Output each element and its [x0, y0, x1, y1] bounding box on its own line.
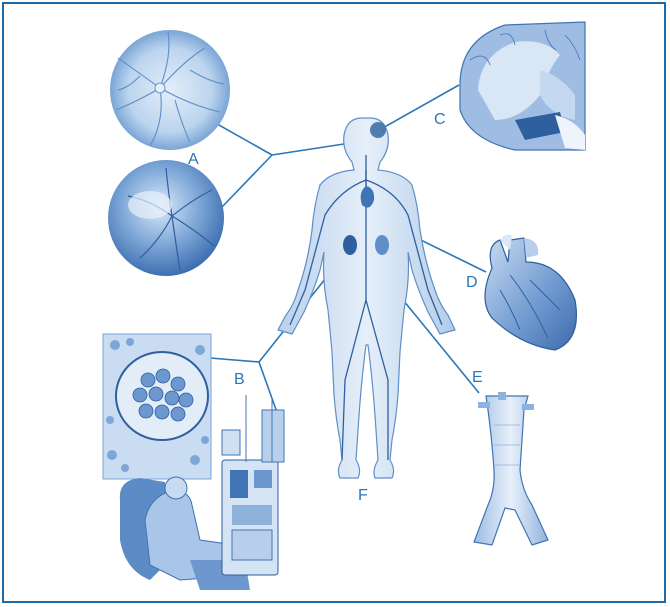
label-A: A: [188, 151, 199, 168]
label-F: F: [358, 487, 368, 504]
retina-vessels-image: [110, 30, 230, 150]
heart-image: [485, 235, 576, 350]
connector-brain: [381, 85, 459, 129]
connector-retina-bottom: [222, 155, 272, 207]
glomerulus-histology-image: [103, 334, 211, 479]
label-E: E: [472, 369, 483, 386]
human-body-circulation-image: [278, 118, 455, 478]
label-C: C: [434, 111, 446, 128]
aorta-aneurysm-image: [474, 392, 548, 545]
label-D: D: [466, 274, 478, 291]
connector-kidney-histology: [210, 358, 259, 362]
label-B: B: [234, 371, 245, 388]
brain-section-image: [460, 22, 585, 150]
retina-optic-disc-image: [108, 160, 224, 276]
